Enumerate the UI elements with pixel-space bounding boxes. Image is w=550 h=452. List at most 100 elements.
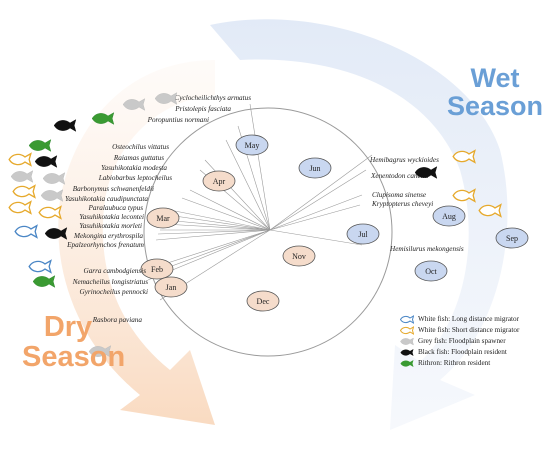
- species-label: Hemibagrus wyckioides: [369, 156, 439, 164]
- month-ring: [143, 107, 393, 357]
- legend-item-green: Rithron: Rithron resident: [400, 358, 550, 369]
- species-vector: [269, 154, 373, 231]
- month-node-jun: Jun: [298, 157, 332, 179]
- month-node-oct: Oct: [414, 260, 448, 282]
- species-vector: [181, 197, 271, 231]
- white-short-fish-icon: [12, 184, 36, 199]
- species-vector: [204, 159, 271, 231]
- month-label: Jun: [309, 164, 320, 173]
- legend-label: Rithron: Rithron resident: [418, 359, 491, 367]
- month-label: Apr: [213, 177, 226, 186]
- species-label: Clupisoma sinense: [372, 191, 427, 199]
- species-label: Labiobarbus leptocheilus: [98, 174, 172, 182]
- month-label: Oct: [425, 267, 437, 276]
- species-vector: [269, 204, 361, 231]
- black-fish-icon: [53, 119, 77, 132]
- species-vector: [269, 169, 367, 231]
- species-vector: [249, 103, 271, 231]
- legend-item-grey: Grey fish: Floodplain spawner: [400, 336, 550, 347]
- month-node-sep: Sep: [495, 227, 529, 249]
- species-vector: [225, 139, 271, 231]
- grey-fish-icon: [42, 172, 66, 185]
- species-label: Cyclocheilichthys armatus: [175, 94, 252, 102]
- month-label: Jul: [358, 230, 368, 239]
- species-label: Gyrinocheilus pennocki: [80, 288, 148, 296]
- species-vector: [269, 194, 363, 231]
- month-ellipse: [140, 258, 174, 280]
- month-label: Feb: [151, 265, 163, 274]
- black-fish-icon: [44, 227, 68, 240]
- legend-label: Black fish: Floodplain resident: [418, 348, 507, 356]
- month-ellipse: [495, 227, 529, 249]
- month-node-dec: Dec: [246, 290, 280, 312]
- grey-fish-icon: [10, 170, 34, 183]
- species-label: Kryptopterus cheveyi: [371, 200, 433, 208]
- species-label: Mekongina erythrospila: [73, 232, 143, 240]
- month-node-nov: Nov: [282, 245, 316, 267]
- month-ellipse: [146, 207, 180, 229]
- month-node-feb: Feb: [140, 258, 174, 280]
- green-fish-icon: [32, 275, 56, 288]
- species-label: Nemacheilus longistriatus: [72, 278, 148, 286]
- species-vector: [167, 214, 271, 231]
- black-fish-icon: [34, 155, 58, 168]
- month-node-jul: Jul: [346, 223, 380, 245]
- species-label: Rasbora paviana: [92, 316, 143, 324]
- white-short-fish-icon: [452, 188, 476, 203]
- species-label: Hemisilurus mekongensis: [389, 245, 464, 253]
- month-ellipse: [414, 260, 448, 282]
- white-short-fish-icon: [478, 203, 502, 218]
- grey-fish-icon: [40, 189, 64, 202]
- month-ellipse: [202, 170, 236, 192]
- month-ellipse: [432, 205, 466, 227]
- species-label: Raiamas guttatus: [113, 154, 164, 162]
- white-long-fish-icon: [28, 259, 52, 274]
- species-label: Osteochilus vittatus: [112, 143, 169, 151]
- white-fish-long-icon: [400, 315, 414, 324]
- wet-season-arrow: [210, 19, 508, 430]
- month-node-may: May: [235, 134, 269, 156]
- month-ellipse: [246, 290, 280, 312]
- legend-item-white-long: White fish: Long distance migrator: [400, 314, 550, 325]
- month-label: Mar: [156, 214, 170, 223]
- species-vector: [157, 229, 271, 235]
- species-label: Barbonymus schwanenfeldii: [73, 185, 154, 193]
- species-vector: [189, 189, 271, 231]
- month-label: May: [245, 141, 260, 150]
- month-node-jan: Jan: [154, 276, 188, 298]
- legend-item-white-short: White fish: Short distance migrator: [400, 325, 550, 336]
- month-node-mar: Mar: [146, 207, 180, 229]
- month-label: Nov: [292, 252, 306, 261]
- species-vector: [269, 229, 363, 246]
- month-label: Sep: [506, 234, 518, 243]
- month-label: Aug: [442, 212, 456, 221]
- species-label: Yasuhikotakia lecontei: [79, 213, 144, 221]
- species-label: Poropuntius normani: [147, 116, 209, 124]
- month-ellipse: [235, 134, 269, 156]
- month-node-aug: Aug: [432, 205, 466, 227]
- white-fish-short-icon: [400, 326, 414, 335]
- month-ellipse: [298, 157, 332, 179]
- white-short-fish-icon: [8, 200, 32, 215]
- species-label: Yasuhikotakia caudipunctata: [65, 195, 148, 203]
- species-vector: [155, 229, 271, 241]
- species-vector: [162, 223, 271, 231]
- month-ellipse: [346, 223, 380, 245]
- species-vector: [151, 229, 271, 269]
- species-label: Xenentodon cancila: [370, 172, 429, 180]
- legend-label: White fish: Long distance migrator: [418, 315, 519, 323]
- legend-item-black: Black fish: Floodplain resident: [400, 347, 550, 358]
- dry-season-arrow: [58, 60, 215, 425]
- species-vector: [169, 209, 271, 231]
- white-short-fish-icon: [452, 149, 476, 164]
- species-label: Yasuhikotakia morleti: [79, 222, 142, 230]
- month-node-apr: Apr: [202, 170, 236, 192]
- legend-label: Grey fish: Floodplain spawner: [418, 337, 506, 345]
- black-fish-icon: [400, 349, 414, 356]
- month-ellipse: [282, 245, 316, 267]
- green-fish-icon: [400, 360, 414, 367]
